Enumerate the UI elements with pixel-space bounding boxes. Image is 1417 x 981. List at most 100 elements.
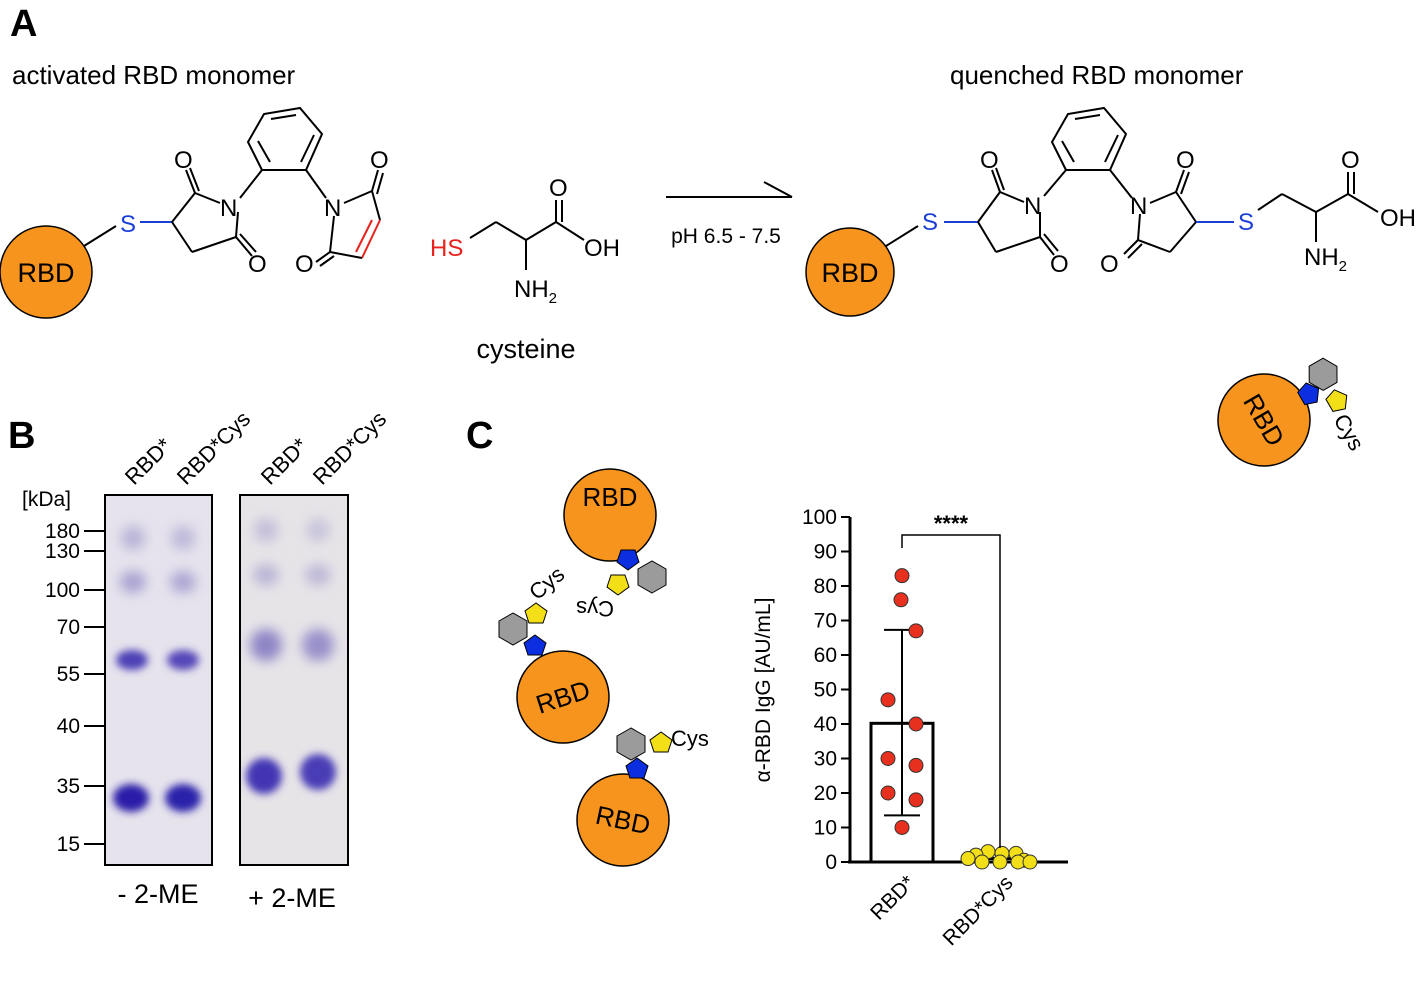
activated-rbd-structure	[0, 106, 384, 319]
data-point	[908, 757, 924, 773]
svg-text:100: 100	[45, 579, 80, 602]
gel-reducing	[239, 494, 349, 866]
data-point	[893, 592, 909, 608]
kda-label: [kDa]	[22, 488, 71, 511]
y-tick-label: 80	[814, 575, 837, 598]
panel-a-letter: A	[10, 3, 37, 45]
oxygen-atom: O	[1100, 251, 1119, 278]
data-point	[974, 854, 990, 870]
rbd-cys-cartoon: RBD Cys	[563, 468, 667, 621]
oxygen-atom: O	[370, 147, 389, 174]
y-tick-label: 20	[814, 782, 837, 805]
sulfur-atom: S	[1238, 209, 1254, 236]
data-point	[908, 623, 924, 639]
y-tick-label: 40	[814, 713, 837, 736]
svg-text:Cys: Cys	[524, 561, 569, 605]
oxygen-atom: O	[1176, 147, 1195, 174]
quenched-rbd-labels: RBD S N O O N O O S O OH NH2	[821, 147, 1416, 288]
data-point	[894, 820, 910, 835]
y-tick-label: 70	[814, 610, 837, 633]
svg-text:130: 130	[45, 540, 80, 563]
data-point	[880, 751, 896, 766]
oxygen-atom: O	[174, 147, 193, 174]
y-tick-label: 10	[814, 817, 837, 840]
panel-c-letter: C	[466, 415, 493, 457]
amine-group: NH2	[1304, 244, 1347, 275]
svg-text:RBD*Cys: RBD*Cys	[172, 406, 255, 489]
nitrogen-atom: N	[1130, 193, 1147, 220]
svg-text:55: 55	[57, 663, 80, 686]
oxygen-atom: O	[1341, 147, 1360, 174]
significance-stars: ****	[934, 511, 969, 536]
svg-text:180: 180	[45, 520, 80, 543]
nitrogen-atom: N	[220, 195, 237, 222]
data-point	[960, 851, 976, 867]
data-point	[880, 692, 896, 708]
gel-condition-reducing: + 2-ME	[248, 883, 336, 913]
panel-b-letter: B	[8, 415, 35, 457]
cysteine-structure	[469, 200, 585, 270]
svg-text:RBD*Cys: RBD*Cys	[308, 406, 391, 489]
data-points	[880, 568, 1038, 870]
sulfur-atom: S	[922, 209, 938, 236]
data-point	[1022, 854, 1038, 870]
rbd-label: RBD	[821, 258, 878, 288]
y-axis-label: α-RBD IgG [AU/mL]	[752, 598, 775, 783]
data-point	[992, 854, 1008, 870]
thiol-group: HS	[430, 235, 463, 262]
svg-text:RBD*: RBD*	[256, 433, 313, 490]
gel-lane-labels: RBD* RBD*Cys RBD* RBD*Cys	[120, 406, 391, 489]
marker-ladder: 180 130 100 70 55 40 35 15	[45, 520, 104, 856]
hydroxyl-group: OH	[1380, 205, 1416, 232]
hydroxyl-group: OH	[584, 235, 620, 262]
data-point	[880, 785, 896, 801]
svg-text:35: 35	[57, 775, 80, 798]
significance-bracket	[901, 534, 1001, 848]
cysteine-label: cysteine	[476, 334, 575, 364]
oxygen-atom: O	[980, 147, 999, 174]
oxygen-atom: O	[549, 175, 568, 202]
gel-non-reducing	[104, 494, 213, 866]
activated-rbd-labels: RBD S N O O N O O	[17, 147, 388, 288]
amine-group: NH2	[514, 276, 557, 307]
y-tick-label: 50	[814, 679, 837, 702]
cysteine-labels: HS O OH NH2 cysteine	[430, 175, 620, 364]
oxygen-atom: O	[295, 251, 314, 278]
rbd-cys-cartoon: RBD Cys	[576, 726, 709, 867]
reaction-arrow	[666, 181, 793, 198]
rbd-label: RBD	[17, 258, 74, 288]
x-tick-labels: RBD* RBD*Cys	[866, 871, 1017, 950]
data-point	[908, 792, 924, 808]
oxygen-atom: O	[248, 251, 267, 278]
svg-text:40: 40	[57, 715, 80, 738]
svg-text:Cys: Cys	[1329, 409, 1370, 454]
y-tick-label: 90	[814, 541, 837, 564]
x-tick-label: RBD*	[866, 871, 919, 924]
rbd-cys-cartoon: RBD Cys	[498, 561, 610, 744]
y-tick-label: 0	[825, 851, 837, 874]
gel-condition-non-reducing: - 2-ME	[118, 879, 199, 909]
svg-text:RBD*: RBD*	[120, 433, 177, 490]
quenched-title: quenched RBD monomer	[950, 60, 1244, 90]
data-point	[894, 568, 910, 584]
data-point	[908, 716, 924, 732]
activated-title: activated RBD monomer	[12, 60, 296, 90]
quenched-rbd-structure	[805, 106, 1379, 317]
svg-text:RBD: RBD	[583, 482, 638, 512]
svg-text:Cys: Cys	[576, 596, 614, 621]
sulfur-atom: S	[120, 211, 136, 238]
y-tick-label: 60	[814, 644, 837, 667]
x-tick-label: RBD*Cys	[939, 871, 1018, 950]
rbd-cys-icon: RBD Cys	[1217, 357, 1370, 467]
svg-text:70: 70	[57, 616, 80, 639]
oxygen-atom: O	[1050, 251, 1069, 278]
nitrogen-atom: N	[1024, 193, 1041, 220]
y-tick-label: 30	[814, 748, 837, 771]
nitrogen-atom: N	[324, 195, 341, 222]
svg-text:15: 15	[57, 833, 80, 856]
reaction-condition: pH 6.5 - 7.5	[671, 225, 781, 248]
